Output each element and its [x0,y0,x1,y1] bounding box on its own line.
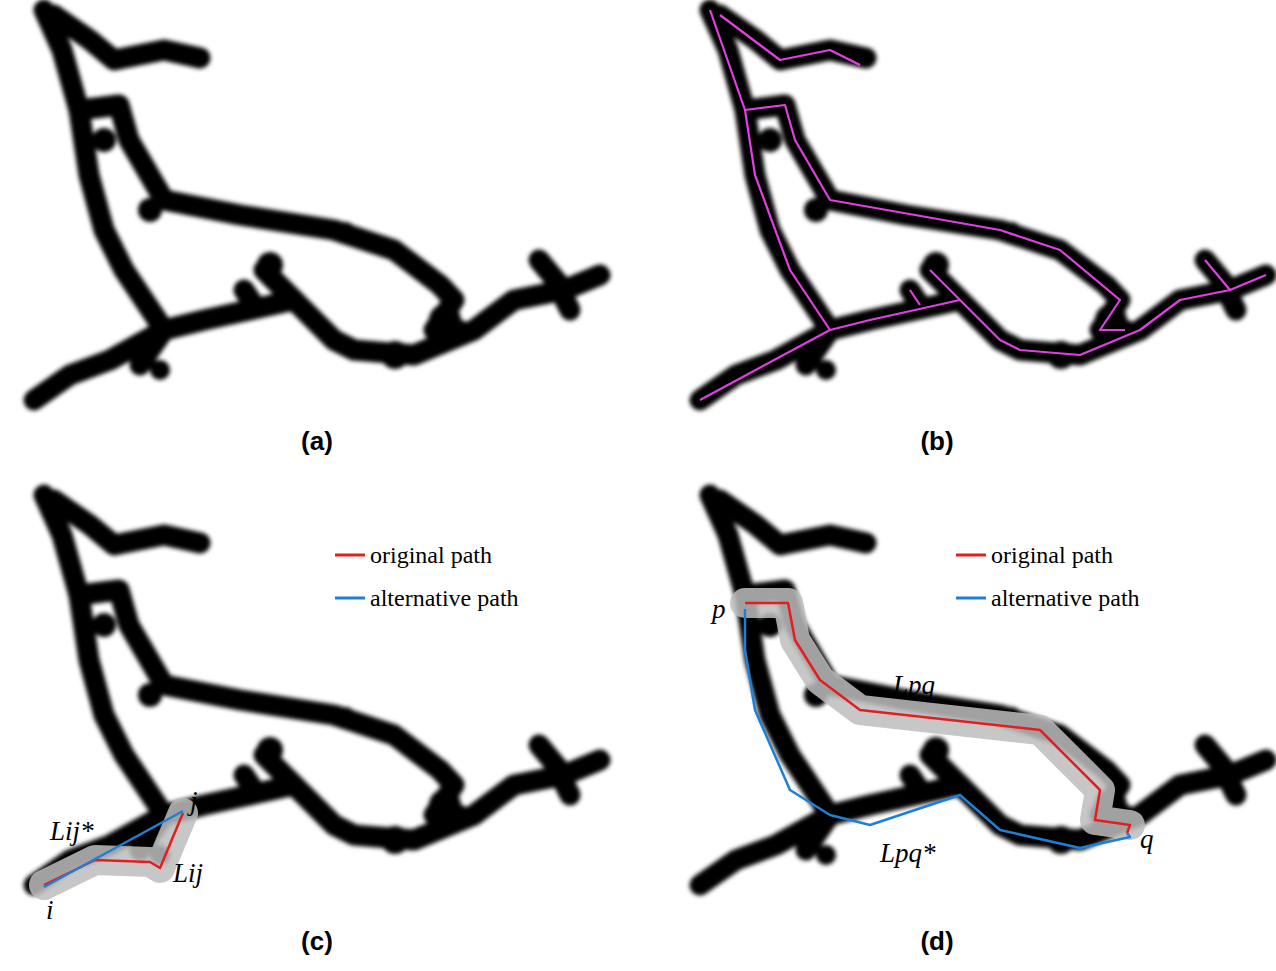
path-label: j [190,788,198,815]
path-label: Lpq [893,672,935,699]
network-b [700,10,1266,400]
network-a [34,10,600,400]
path-label: Lpq* [880,840,936,867]
panel-label: (a) [301,428,333,454]
path-label: i [46,897,54,924]
legend-text: alternative path [370,586,519,610]
legend-line [335,554,365,557]
legend-line [335,597,365,600]
panel-label: (c) [301,928,333,954]
legend-text: original path [370,543,492,567]
network-c [34,495,600,887]
legend-line [956,554,986,557]
legend-text: original path [991,543,1113,567]
legend-text: alternative path [991,586,1140,610]
path-label: q [1140,826,1154,853]
panel-label: (d) [920,928,953,954]
path-label: p [712,596,726,623]
network-d [700,495,1266,885]
legend-line [956,597,986,600]
path-label: Lij* [50,818,94,845]
panel-label: (b) [920,428,953,454]
path-label: Lij [173,860,203,887]
